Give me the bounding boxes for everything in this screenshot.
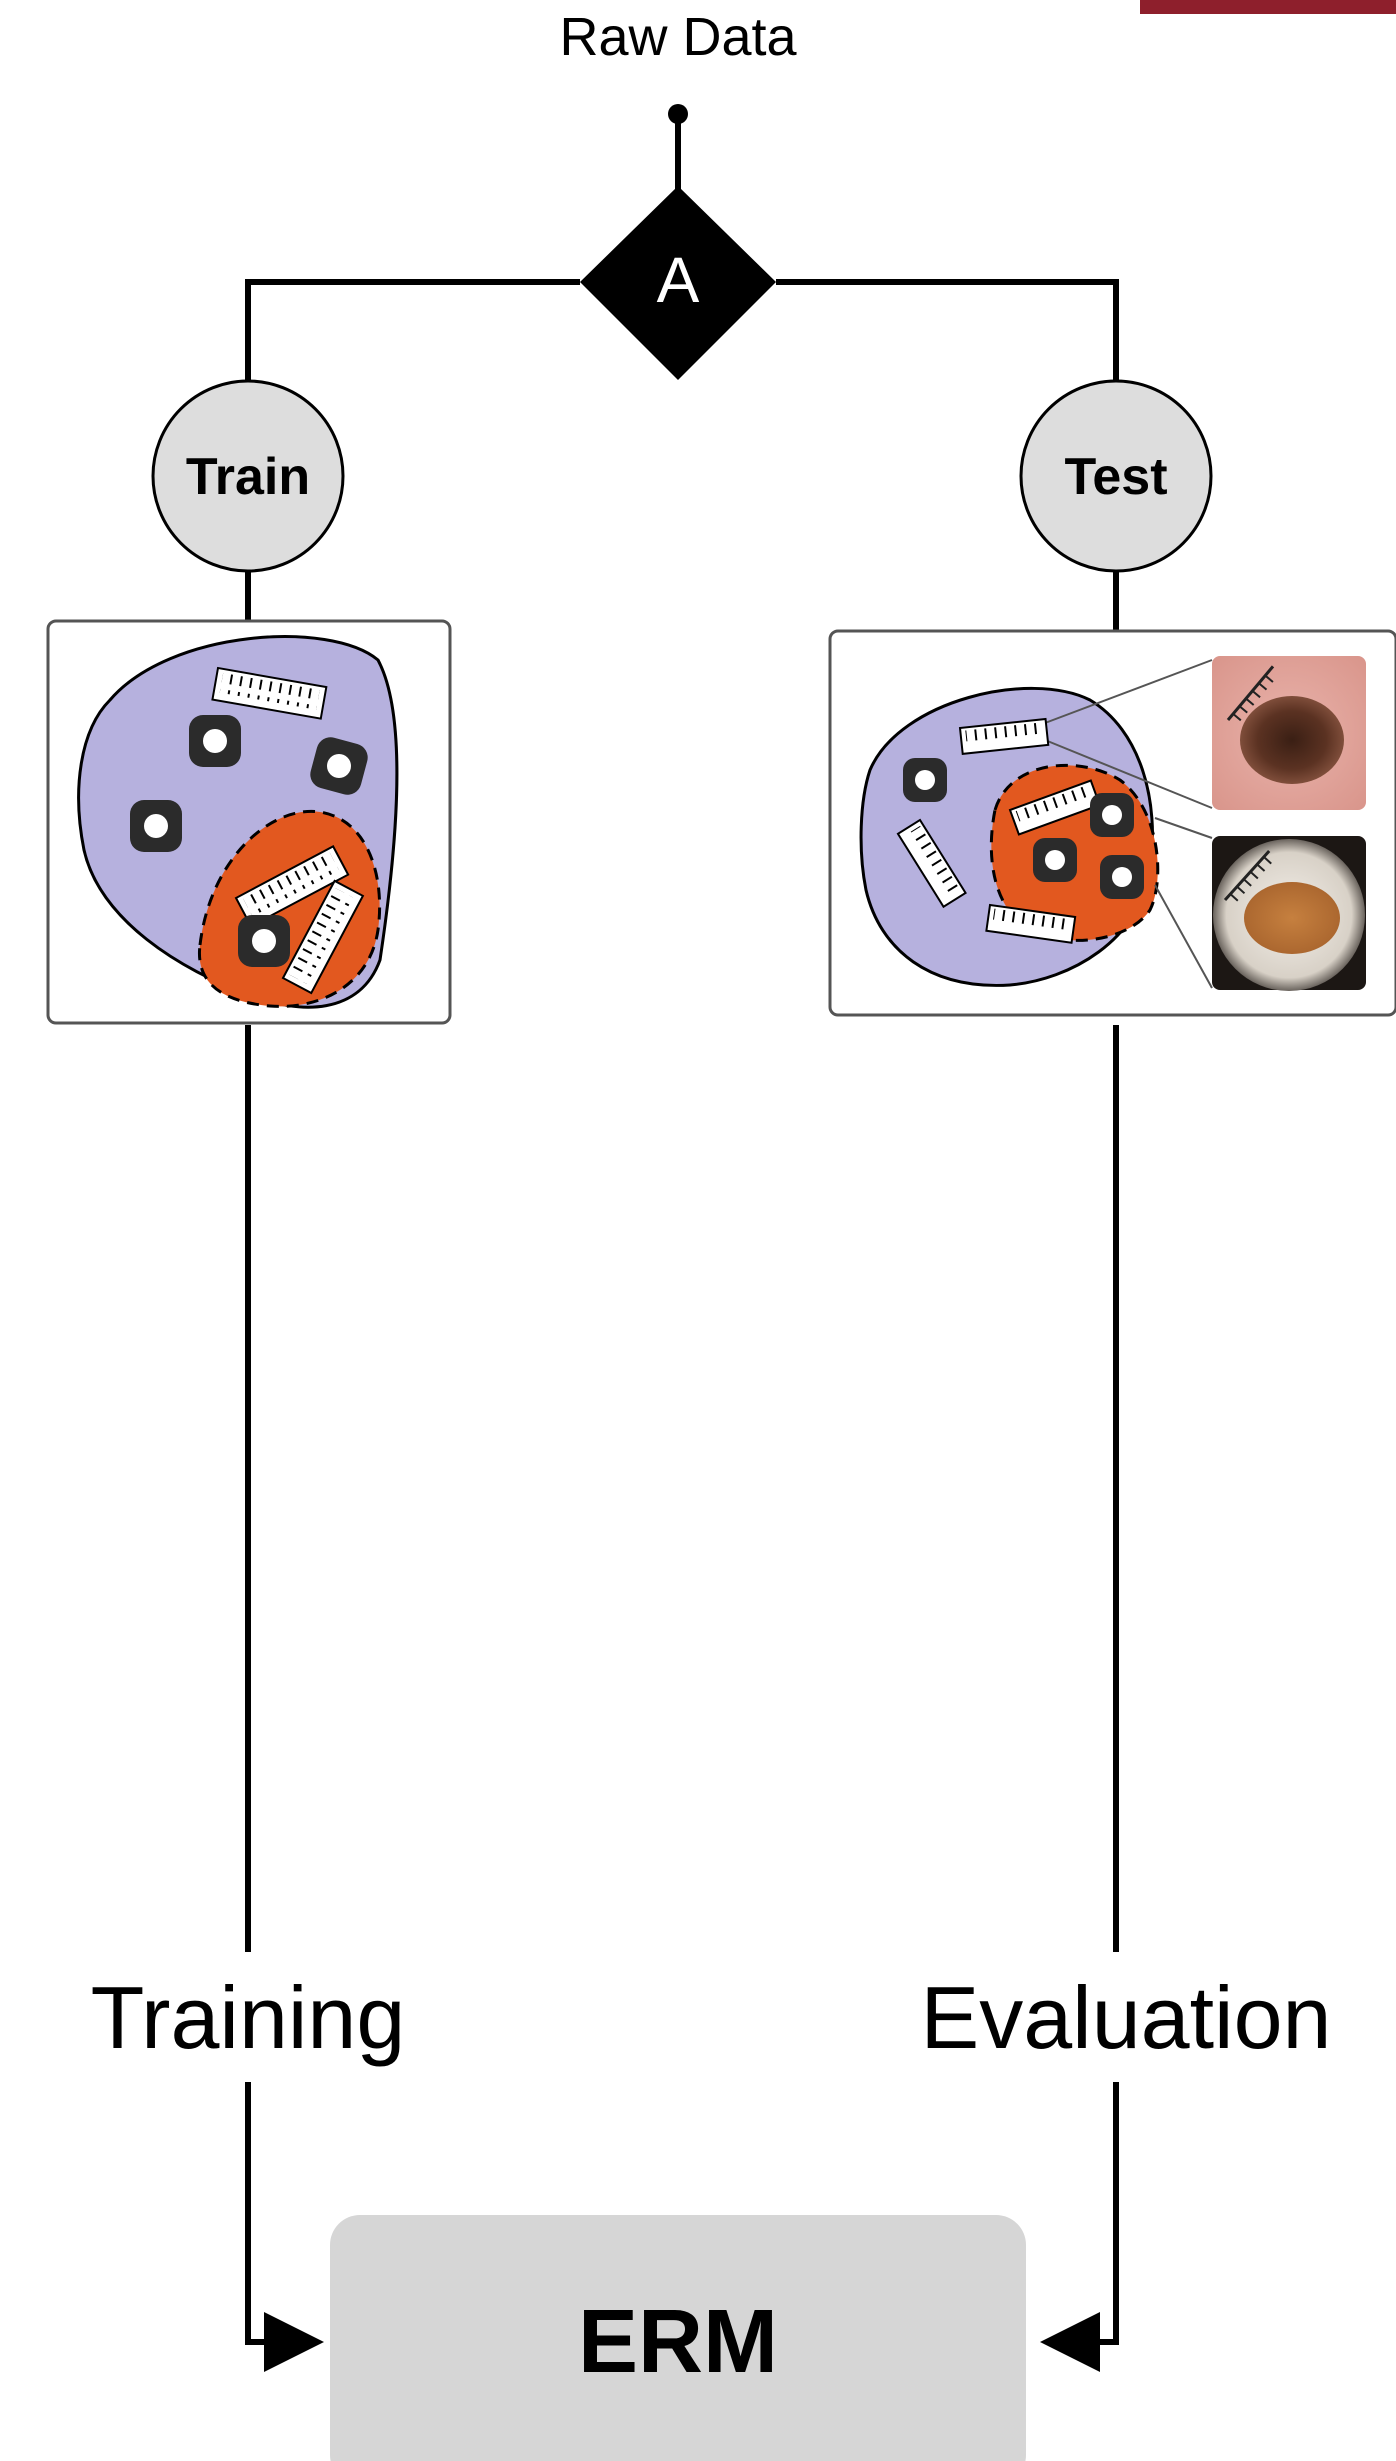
test-panel	[830, 631, 1396, 1015]
erm-label: ERM	[578, 2292, 778, 2392]
evaluation-arrow	[1052, 2082, 1116, 2342]
raw-data-label: Raw Data	[559, 7, 797, 67]
branch-line-right	[776, 282, 1116, 380]
patch-marker-icon	[903, 758, 947, 802]
train-panel	[48, 621, 450, 1023]
training-arrow	[248, 2082, 312, 2342]
evaluation-label: Evaluation	[921, 1968, 1332, 2067]
dermoscopy-photo-1	[1212, 656, 1366, 810]
branch-line-left	[248, 282, 580, 380]
patch-marker-icon	[238, 915, 290, 967]
patch-marker-icon	[1100, 855, 1144, 899]
patch-marker-icon	[1090, 793, 1134, 837]
split-node-label: A	[657, 244, 700, 316]
dermoscopy-photo-2	[1212, 836, 1366, 991]
train-node-label: Train	[186, 448, 310, 506]
patch-marker-icon	[130, 800, 182, 852]
test-node-label: Test	[1064, 448, 1167, 506]
patch-marker-icon	[189, 715, 241, 767]
training-label: Training	[91, 1968, 406, 2067]
patch-marker-icon	[1033, 838, 1077, 882]
